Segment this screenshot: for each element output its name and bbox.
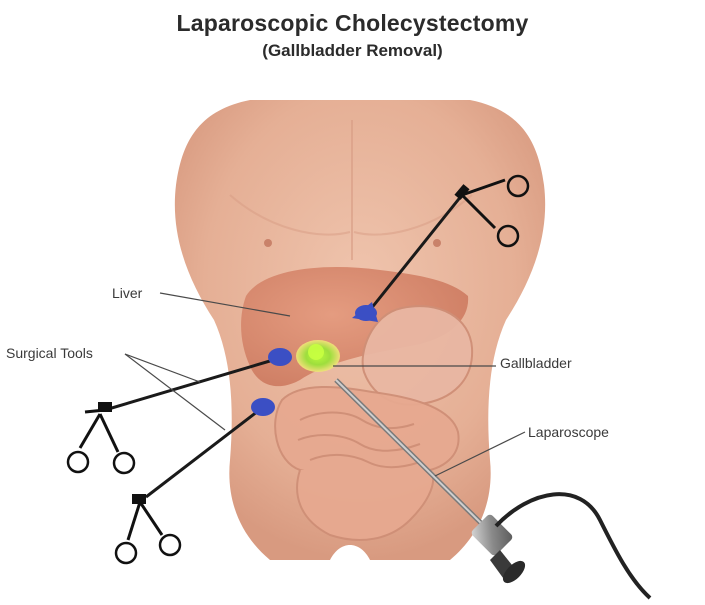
upper-right-surgical-tool [352, 174, 530, 322]
leader-lines [124, 292, 526, 477]
intestines [274, 386, 460, 541]
lower-left-surgical-tool [114, 398, 275, 565]
laparoscope-label: Laparoscope [528, 424, 609, 440]
chest-line-left [229, 194, 351, 236]
laparoscope [334, 378, 652, 600]
left-nipple [264, 239, 272, 247]
scope-cable [494, 492, 652, 600]
diagram-title: Laparoscopic Cholecystectomy [176, 10, 529, 36]
gallbladder-highlight [308, 344, 324, 360]
trocar-lower [251, 398, 275, 416]
diagram-subtitle: (Gallbladder Removal) [262, 41, 443, 60]
surgical-tools-label: Surgical Tools [6, 345, 93, 361]
trocar-middle [268, 348, 292, 366]
middle-left-surgical-tool [66, 348, 292, 475]
gallbladder-label: Gallbladder [500, 355, 572, 371]
stomach [361, 305, 474, 406]
chest-line-right [353, 194, 473, 236]
right-nipple [433, 239, 441, 247]
liver-label: Liver [112, 285, 143, 301]
pelvis [330, 545, 370, 560]
